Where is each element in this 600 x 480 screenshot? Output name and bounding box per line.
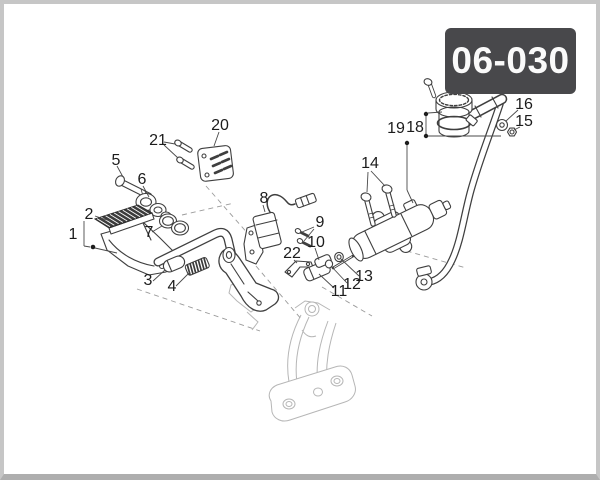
- brake-light-switch: [243, 192, 317, 265]
- callout-5: 5: [112, 152, 121, 169]
- pivot-lever: [218, 246, 280, 312]
- switch-connector: [294, 192, 317, 209]
- pedal-pad-hatching: [96, 205, 149, 227]
- callout-1: 1: [69, 226, 78, 243]
- heel-guard-screws: [174, 139, 195, 170]
- exploded-parts-diagram: 1 2 3 4 5 6 7 8 9 10 11 12 13 14 15 16 1…: [69, 78, 533, 422]
- callout-9: 9: [316, 214, 325, 231]
- reservoir: [423, 78, 508, 138]
- page-code-badge: 06-030: [445, 28, 576, 94]
- pushrod: [331, 254, 355, 270]
- pushrod-ring: [324, 259, 334, 269]
- callout-21: 21: [149, 132, 167, 149]
- callout-12: 12: [343, 276, 361, 293]
- callout-7: 7: [145, 224, 154, 241]
- callout-6: 6: [138, 171, 147, 188]
- callout-22: 22: [283, 245, 301, 262]
- callout-13: 13: [355, 268, 373, 285]
- pushrod-cup: [314, 254, 332, 268]
- callout-3: 3: [144, 272, 153, 289]
- callout-11: 11: [331, 283, 348, 300]
- switch-screws: [294, 228, 312, 248]
- callout-14: 14: [361, 155, 379, 172]
- callout-20: 20: [211, 117, 229, 134]
- heel-guard-plate: [197, 145, 234, 182]
- callout-numbers: 1 2 3 4 5 6 7 8 9 10 11 12 13 14 15 16 1…: [69, 96, 533, 300]
- o-rings: [158, 213, 190, 236]
- page-code-text: 06-030: [451, 40, 570, 81]
- callout-4: 4: [168, 278, 177, 295]
- spacer-sleeve: [162, 255, 186, 273]
- callout-16: 16: [515, 96, 533, 113]
- callout-15: 15: [515, 113, 533, 130]
- master-cylinder: [348, 199, 452, 262]
- callout-19: 19: [387, 120, 405, 137]
- callout-18: 18: [406, 119, 424, 136]
- pedal-arm: [153, 227, 237, 267]
- washer: [495, 118, 509, 132]
- brake-pipe: [415, 100, 504, 291]
- callout-2: 2: [85, 206, 94, 223]
- callout-8: 8: [260, 190, 269, 207]
- master-cylinder-bolts: [360, 184, 397, 227]
- callout-leaders: [83, 109, 521, 289]
- callout-10: 10: [307, 234, 325, 251]
- return-spring: [184, 257, 210, 276]
